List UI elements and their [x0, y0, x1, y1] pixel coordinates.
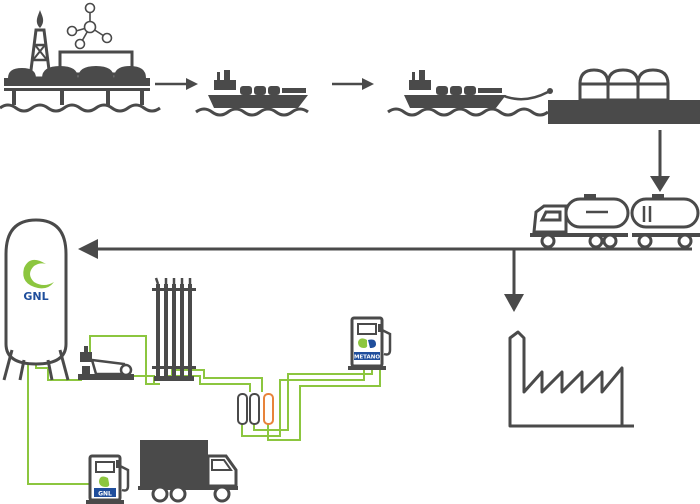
- flow-arrow-to-storage: [78, 239, 692, 259]
- heater-cylinders-icon: [237, 393, 274, 425]
- truck-icon: [138, 440, 238, 503]
- lng-storage-tank-icon: GNL: [2, 218, 70, 381]
- cryogenic-pump-icon: [78, 346, 134, 380]
- flow-arrow-to-industry: [504, 249, 524, 312]
- water-wave: [0, 103, 161, 113]
- regasification-terminal-icon: [548, 68, 700, 124]
- lng-carrier-icon: [208, 70, 308, 108]
- methane-molecule-icon: [66, 2, 113, 50]
- lng-dispenser-icon: GNL: [86, 454, 130, 504]
- flow-arrow-ship: [155, 78, 198, 90]
- dispenser-gnl-label: GNL: [98, 491, 112, 498]
- ambient-vaporizer-icon: [152, 277, 196, 381]
- flow-arrow-to-trucks: [650, 130, 670, 192]
- water-wave: [195, 107, 309, 117]
- tank-label: GNL: [23, 290, 48, 303]
- dispenser-methane-label: METANO: [354, 355, 380, 361]
- gas-field-icon: [4, 10, 150, 105]
- factory-icon: [508, 330, 634, 428]
- lng-carrier-unloading-icon: [404, 70, 553, 108]
- gnl-logo-icon: [23, 259, 54, 289]
- pipe-network: [27, 335, 381, 485]
- water-wave: [387, 107, 549, 117]
- cng-dispenser-icon: METANO: [348, 316, 392, 370]
- tanker-truck-icon: [530, 194, 700, 249]
- flow-arrow-unload: [332, 78, 374, 90]
